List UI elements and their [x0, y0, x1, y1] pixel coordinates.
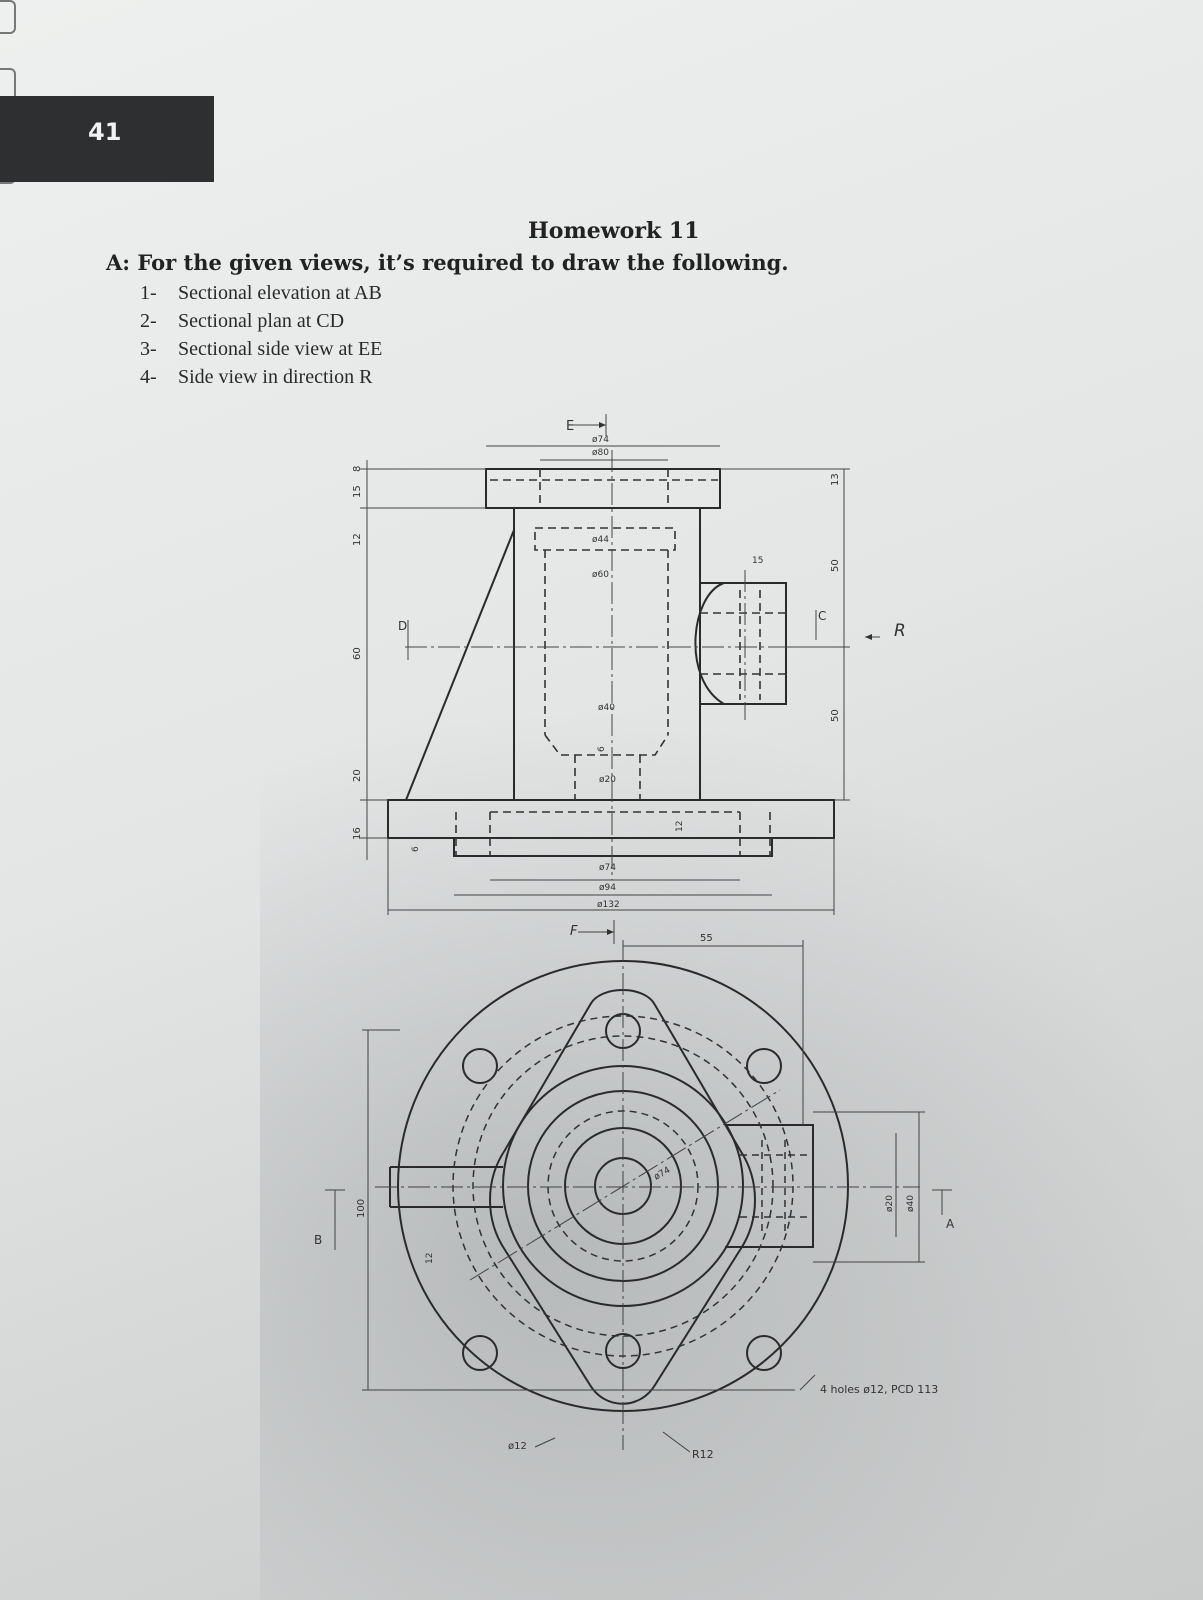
lobed-flange [489, 989, 756, 1405]
task-number: 4- [140, 366, 157, 388]
base-recess [453, 837, 773, 857]
dim-12-base: 12 [675, 821, 685, 832]
base-flange [387, 799, 835, 839]
pcd-hole [462, 1048, 498, 1084]
dim-6-bore: 6 [597, 746, 607, 752]
label-section-e: E [566, 419, 574, 434]
dim-dia-74-top: ø74 [592, 435, 609, 445]
front-elevation [387, 468, 835, 857]
plan-dimension-lines [325, 940, 952, 1453]
task-number: 2- [140, 310, 157, 332]
page-number-tab: 41 [0, 96, 214, 182]
label-section-f: F [570, 924, 578, 939]
dim-12-plan: 12 [425, 1253, 435, 1264]
task-item: 1- Sectional elevation at AB [140, 282, 382, 305]
label-direction-r: R [894, 621, 906, 641]
page-number: 41 [88, 118, 122, 146]
pcd-hole [746, 1048, 782, 1084]
dim-13: 13 [830, 473, 841, 486]
dim-50-lower: 50 [830, 709, 841, 722]
task-number: 3- [140, 338, 157, 360]
dim-dia-40: ø40 [598, 703, 615, 713]
dim-15-boss: 15 [752, 556, 763, 566]
dim-15-top: 15 [352, 485, 363, 498]
dim-100: 100 [356, 1199, 367, 1218]
dim-6-base: 6 [411, 846, 421, 852]
homework-title: Homework 11 [528, 218, 700, 244]
dim-50-upper: 50 [830, 559, 841, 572]
holes-note: 4 holes ø12, PCD 113 [820, 1383, 938, 1396]
dim-r12: R12 [692, 1448, 714, 1461]
task-text: Sectional elevation at AB [178, 282, 382, 304]
dimension-lines [360, 414, 880, 944]
side-boss [700, 582, 787, 705]
binder-ring [0, 0, 16, 34]
dim-12-left: 12 [352, 533, 363, 546]
pcd-hole [746, 1335, 782, 1371]
hidden-lines [455, 469, 786, 856]
dim-dia-20-plan: ø20 [885, 1195, 895, 1212]
label-section-c: C [818, 609, 826, 623]
dim-dia-60: ø60 [592, 570, 609, 580]
task-text: Sectional side view at EE [178, 338, 383, 360]
homework-instruction: A: For the given views, it’s required to… [106, 250, 789, 275]
dim-16: 16 [352, 827, 363, 840]
dim-8: 8 [352, 466, 363, 472]
label-section-d: D [398, 619, 407, 633]
dim-55: 55 [700, 933, 713, 944]
task-text: Sectional plan at CD [178, 310, 345, 332]
task-item: 2- Sectional plan at CD [140, 310, 344, 333]
dim-dia-74-plan: ø74 [653, 1165, 673, 1182]
dim-60: 60 [352, 647, 363, 660]
plan-center-lines [375, 940, 920, 1450]
task-number: 1- [140, 282, 157, 304]
dim-dia-12: ø12 [508, 1441, 527, 1452]
plan-view [389, 960, 849, 1412]
dim-dia-74-bottom: ø74 [599, 863, 616, 873]
dim-dia-44: ø44 [592, 535, 609, 545]
task-item: 3- Sectional side view at EE [140, 338, 382, 361]
pcd-hole [462, 1335, 498, 1371]
lug-hole-bottom [605, 1333, 641, 1369]
dim-dia-40-plan: ø40 [906, 1195, 916, 1212]
tapered-rib [405, 529, 515, 801]
top-flange [485, 468, 721, 509]
label-section-a: A [946, 1217, 955, 1231]
label-section-b: B [314, 1233, 322, 1247]
dim-dia-132: ø132 [597, 900, 620, 910]
center-lines [405, 450, 800, 880]
task-text: Side view in direction R [178, 366, 373, 388]
dim-20: 20 [352, 769, 363, 782]
dim-dia-94: ø94 [599, 883, 616, 893]
dim-dia-80: ø80 [592, 448, 609, 458]
task-item: 4- Side view in direction R [140, 366, 372, 389]
dim-dia-20: ø20 [599, 775, 616, 785]
